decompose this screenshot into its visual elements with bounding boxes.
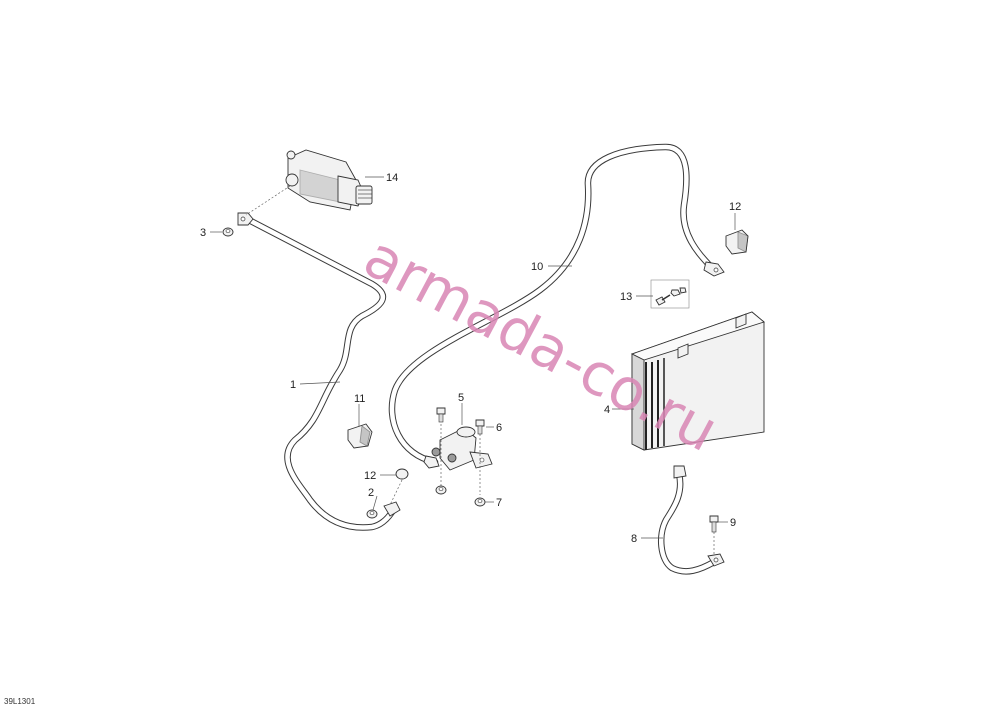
- screw-6: [475, 419, 485, 435]
- figure-reference: 39L1301: [4, 697, 36, 706]
- starter-motor: [285, 149, 373, 211]
- callout-10: 10: [531, 261, 543, 273]
- callout-9: 9: [730, 517, 736, 529]
- callout-1: 1: [290, 379, 296, 391]
- callout-7: 7: [496, 497, 502, 509]
- cable-8: [657, 465, 725, 575]
- callout-2: 2: [368, 487, 374, 499]
- callout-11: 11: [354, 393, 365, 405]
- boot-11: [347, 423, 373, 449]
- callout-3: 3: [200, 227, 206, 239]
- nut-2: [366, 509, 378, 519]
- screw-nut-13: [650, 279, 690, 309]
- nut-solenoid: [435, 485, 447, 495]
- callout-13: 13: [620, 291, 632, 303]
- callout-6: 6: [496, 422, 502, 434]
- screw-5: [436, 407, 446, 423]
- screw-9: [709, 515, 719, 533]
- cable-10: [388, 143, 725, 469]
- solenoid: [431, 426, 493, 471]
- nut-7: [474, 497, 486, 507]
- callout-5: 5: [458, 392, 464, 404]
- boot-12-top: [725, 229, 749, 255]
- callout-8: 8: [631, 533, 637, 545]
- battery: [630, 311, 765, 451]
- callout-12-lower: 12: [364, 470, 376, 482]
- callout-12-top: 12: [729, 201, 741, 213]
- callout-4: 4: [604, 404, 610, 416]
- nut-3: [222, 227, 234, 237]
- cable-1: [237, 212, 401, 531]
- callout-14: 14: [386, 172, 398, 184]
- boot-12-lower: [395, 468, 409, 480]
